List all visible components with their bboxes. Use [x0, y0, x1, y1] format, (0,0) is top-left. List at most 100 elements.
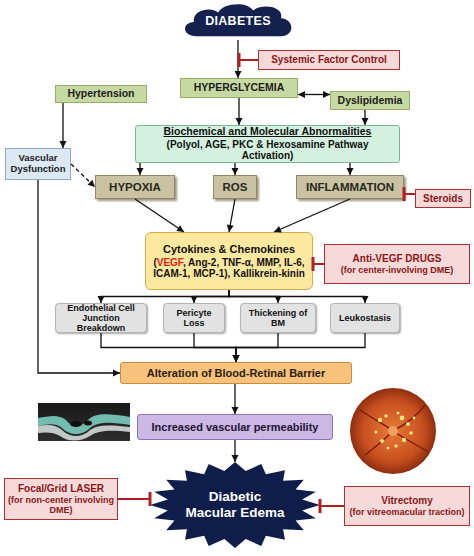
- process-box: Increased vascular permeability: [137, 414, 333, 440]
- effect-box: Leukostasis: [330, 303, 400, 333]
- connector-line: [62, 103, 63, 148]
- risk-factor-box: Dyslipidemia: [330, 91, 410, 110]
- arrow-connector: [298, 91, 330, 98]
- inhibition-connector: [239, 53, 258, 67]
- arrow-head: [235, 71, 242, 78]
- arrow-connector: [71, 164, 95, 187]
- connector-line: [38, 180, 120, 373]
- inhibition-bar: [403, 187, 406, 201]
- arrow-connector: [227, 199, 235, 232]
- box-heading: Anti-VEGF DRUGS: [353, 253, 442, 264]
- connector-line: [135, 199, 184, 232]
- arrow-connector: [235, 40, 242, 78]
- treatment-box: Vitrectomy(for vitreomacular traction): [344, 486, 470, 526]
- outcome-starburst: Diabetic Macular Edema: [150, 462, 320, 548]
- arrow-connector: [191, 290, 230, 303]
- arrow-head: [137, 168, 144, 175]
- box-heading: Vitrectomy: [381, 495, 433, 506]
- box-heading: Focal/Grid LASER: [18, 483, 104, 494]
- arrow-head: [98, 296, 105, 303]
- box-heading: Biochemical and Molecular Abnormalities: [164, 126, 372, 138]
- connector-line: [364, 110, 365, 125]
- arrow-head: [232, 455, 239, 462]
- mediator-box: Cytokines & Chemokines(VEGF, Ang-2, TNF-…: [145, 232, 313, 290]
- arrow-head: [298, 91, 305, 98]
- risk-factor-box: HYPERGLYCEMIA: [180, 78, 298, 98]
- connector-line: [313, 263, 324, 265]
- connector-line: [229, 199, 235, 232]
- arrow-connector: [38, 180, 120, 377]
- connector-line: [298, 94, 330, 95]
- arrow-connector: [60, 103, 67, 148]
- connector-line: [139, 163, 140, 175]
- connector-line: [404, 193, 415, 195]
- inhibition-connector: [320, 499, 344, 513]
- box-heading: Thickening of BM: [243, 308, 313, 328]
- box-heading: Increased vascular permeability: [152, 421, 319, 433]
- arrow-head: [233, 355, 240, 362]
- inhibition-connector: [118, 492, 150, 506]
- arrow-head: [362, 296, 369, 303]
- connector-line: [239, 59, 258, 61]
- inhibition-connector: [404, 187, 415, 201]
- arrow-connector: [229, 290, 369, 303]
- arrow-head: [275, 296, 282, 303]
- arrow-head: [274, 226, 282, 232]
- arrow-connector: [135, 199, 184, 232]
- box-heading: HYPERGLYCEMIA: [194, 82, 285, 94]
- box-body: (for vitreomacular traction): [349, 507, 464, 517]
- box-body: (for center-involving DME): [341, 265, 454, 275]
- box-body: (Polyol, AGE, PKC & Hexosamine Pathway A…: [140, 139, 395, 161]
- arrow-head: [347, 168, 354, 175]
- effect-box: Endothelial Cell Junction Breakdown: [55, 303, 147, 333]
- connector-line: [274, 199, 350, 232]
- box-heading: Dyslipidemia: [338, 95, 403, 107]
- pathway-box: HYPOXIA: [95, 175, 175, 199]
- box-heading: Systemic Factor Control: [271, 54, 387, 65]
- process-box: Vascular Dysfunction: [5, 148, 71, 180]
- effect-box: Thickening of BM: [240, 303, 316, 333]
- process-box: Alteration of Blood-Retinal Barrier: [120, 362, 352, 384]
- arrow-head: [227, 224, 234, 232]
- arrow-head: [233, 355, 240, 362]
- arrow-connector: [98, 290, 230, 303]
- inhibition-bar: [238, 53, 241, 67]
- arrow-head: [323, 91, 330, 98]
- pathway-box: INFLAMMATION: [296, 175, 404, 199]
- box-body: (for non-center involving DME): [8, 495, 114, 515]
- connector-line: [229, 290, 365, 303]
- treatment-box: Anti-VEGF DRUGS(for center-involving DME…: [324, 244, 470, 284]
- mechanism-box: Biochemical and Molecular Abnormalities(…: [135, 125, 400, 163]
- connector-line: [349, 163, 350, 175]
- connector-line: [118, 498, 150, 500]
- box-heading: Vascular Dysfunction: [8, 153, 68, 174]
- arrow-head: [232, 168, 239, 175]
- arrow-connector: [233, 333, 279, 362]
- fundus-photo: [350, 388, 436, 474]
- box-heading: Alteration of Blood-Retinal Barrier: [147, 367, 325, 379]
- connector-line: [101, 290, 229, 303]
- box-heading: INFLAMMATION: [306, 181, 394, 194]
- box-heading: Hypertension: [67, 88, 134, 100]
- connector-line: [236, 333, 278, 362]
- arrow-connector: [347, 163, 354, 175]
- box-heading: Pericyte Loss: [166, 308, 222, 328]
- pathway-box: ROS: [213, 175, 257, 199]
- arrow-connector: [362, 110, 369, 125]
- box-heading: Leukostasis: [339, 313, 391, 323]
- connector-line: [194, 333, 236, 362]
- arrow-connector: [101, 333, 240, 362]
- arrow-connector: [229, 290, 282, 303]
- box-heading: ROS: [223, 181, 248, 194]
- connector-line: [229, 290, 278, 303]
- oct-scan-image: [38, 403, 130, 441]
- arrow-head: [60, 141, 67, 148]
- risk-factor-box: Hypertension: [55, 85, 147, 103]
- connector-line: [238, 98, 239, 125]
- box-heading: Endothelial Cell Junction Breakdown: [58, 303, 144, 333]
- box-heading: Diabetic Macular Edema: [184, 489, 286, 520]
- arrow-head: [232, 407, 239, 414]
- inhibition-bar: [319, 499, 322, 513]
- connector-line: [234, 440, 235, 462]
- arrow-connector: [232, 440, 239, 462]
